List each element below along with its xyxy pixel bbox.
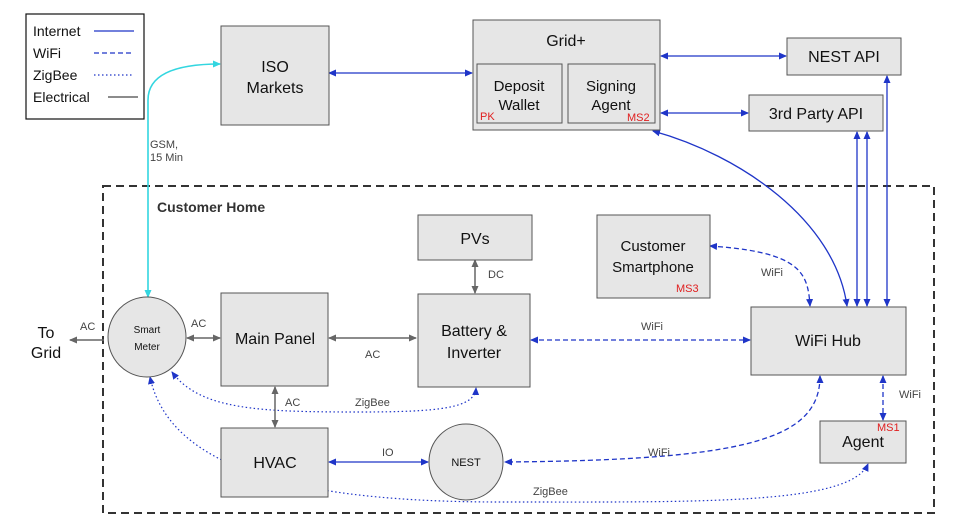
nest-api-box: NEST API <box>786 37 902 76</box>
nest-api-label: NEST API <box>808 49 880 66</box>
nest-device: NEST <box>428 423 504 501</box>
legend-zigbee-label: ZigBee <box>33 67 78 83</box>
third-party-api-box: 3rd Party API <box>748 94 884 132</box>
link-zigbee-meter-agent <box>148 376 869 503</box>
gsm-label-line1: GSM, <box>150 139 178 151</box>
ac-panel-hvac-label: AC <box>285 397 300 409</box>
signing-agent-box: Signing Agent MS2 <box>567 63 656 124</box>
smartphone-line2: Smartphone <box>612 259 694 276</box>
deposit-wallet-tag: PK <box>480 111 495 123</box>
deposit-wallet-box: Deposit Wallet PK <box>476 63 563 124</box>
wifi-hub-label: WiFi Hub <box>795 333 861 350</box>
hvac-label: HVAC <box>253 455 296 472</box>
wifi-hub-agent-label: WiFi <box>899 389 921 401</box>
agent-tag: MS1 <box>877 422 900 434</box>
agent-box: Agent MS1 <box>819 420 907 464</box>
smartphone-box: Customer Smartphone MS3 <box>596 214 711 299</box>
smart-meter-line1: Smart <box>134 325 161 336</box>
signing-agent-line2: Agent <box>591 97 631 114</box>
dc-pv-battery-label: DC <box>488 269 504 281</box>
smart-meter-line2: Meter <box>134 342 160 353</box>
hvac-box: HVAC <box>220 427 329 498</box>
pvs-box: PVs <box>417 214 533 261</box>
gridplus-title: Grid+ <box>546 33 586 50</box>
legend-wifi-label: WiFi <box>33 45 61 61</box>
legend: Internet WiFi ZigBee Electrical <box>25 13 145 120</box>
iso-markets-box: ISO Markets <box>220 25 330 126</box>
ac-grid-label: AC <box>80 321 95 333</box>
third-party-api-label: 3rd Party API <box>769 106 863 123</box>
deposit-wallet-line1: Deposit <box>494 78 546 95</box>
zigbee-meter-battery-label: ZigBee <box>355 397 390 409</box>
to-grid-line2: Grid <box>31 345 61 362</box>
main-panel-label: Main Panel <box>235 331 315 348</box>
battery-inverter-line2: Inverter <box>447 345 502 362</box>
legend-electrical-label: Electrical <box>33 89 90 105</box>
signing-agent-tag: MS2 <box>627 112 650 124</box>
gsm-label-line2: 15 Min <box>150 152 183 164</box>
link-hub-gridplus <box>652 129 850 307</box>
iso-markets-line1: ISO <box>261 59 289 76</box>
pvs-label: PVs <box>460 231 489 248</box>
signing-agent-line1: Signing <box>586 78 636 95</box>
legend-internet-label: Internet <box>33 23 81 39</box>
agent-label: Agent <box>842 434 884 451</box>
iso-markets-line2: Markets <box>247 80 304 97</box>
to-grid-line1: To <box>38 325 55 342</box>
wifi-battery-hub-label: WiFi <box>641 321 663 333</box>
smartphone-tag: MS3 <box>676 283 699 295</box>
link-gsm <box>144 60 221 298</box>
wifi-hub-box: WiFi Hub <box>750 306 907 376</box>
zigbee-meter-agent-label: ZigBee <box>533 486 568 498</box>
io-hvac-nest-label: IO <box>382 447 394 459</box>
smartphone-line1: Customer <box>620 238 685 255</box>
deposit-wallet-line2: Wallet <box>498 97 540 114</box>
customer-home-label: Customer Home <box>157 199 265 215</box>
main-panel-box: Main Panel <box>220 292 329 387</box>
ac-meter-panel-label: AC <box>191 318 206 330</box>
link-wifi-phone-hub <box>709 242 814 307</box>
smart-meter: Smart Meter <box>107 296 187 378</box>
battery-inverter-box: Battery & Inverter <box>417 293 531 388</box>
wifi-nest-hub-label: WiFi <box>648 447 670 459</box>
ac-panel-battery-label: AC <box>365 349 380 361</box>
customer-home-boundary <box>102 185 935 514</box>
nest-label: NEST <box>451 457 481 469</box>
battery-inverter-line1: Battery & <box>441 323 507 340</box>
wifi-phone-hub-label: WiFi <box>761 267 783 279</box>
